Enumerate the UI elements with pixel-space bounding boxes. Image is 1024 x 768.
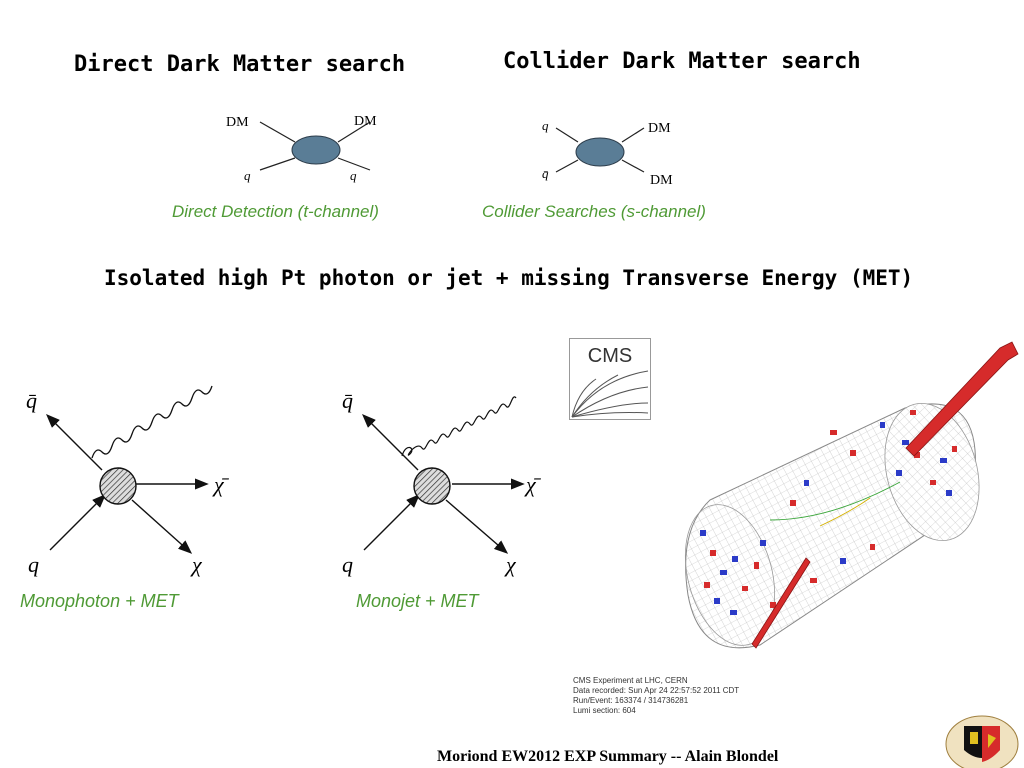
detector-hits: [700, 410, 957, 615]
dd-label-bottom-right: q: [350, 168, 357, 183]
jet-arrow-upper: [905, 341, 1019, 457]
monophoton-diagram: q̄ q χ̄ χ: [26, 385, 230, 577]
dd-label-bottom-left: q: [244, 168, 251, 183]
university-seal-logo: [945, 715, 1019, 768]
collider-search-heading: Collider Dark Matter search: [503, 49, 861, 74]
cms-event-display: [684, 341, 1019, 649]
footer-text: Moriond EW2012 EXP Summary -- Alain Blon…: [437, 748, 779, 765]
cms-logo: CMS: [569, 338, 651, 420]
jet-arrow-lower: [751, 557, 811, 649]
monophoton-chibar-label: χ̄: [212, 472, 230, 497]
cs-label-bottom-left: q̄: [542, 166, 549, 181]
cms-info-line-3: Run/Event: 163374 / 314736281: [573, 696, 689, 705]
cms-info-line-1: CMS Experiment at LHC, CERN: [573, 676, 688, 685]
monojet-chi-label: χ: [504, 552, 517, 577]
dd-label-top-right: DM: [354, 114, 377, 129]
direct-detection-caption: Direct Detection (t-channel): [172, 202, 379, 221]
cs-label-top-left: q: [542, 118, 549, 133]
direct-search-heading: Direct Dark Matter search: [74, 52, 406, 77]
cs-label-bottom-right: DM: [650, 173, 673, 188]
collider-search-caption: Collider Searches (s-channel): [482, 202, 706, 221]
monophoton-chi-label: χ: [190, 552, 203, 577]
monophoton-qbar-label: q̄: [26, 388, 37, 413]
monophoton-caption: Monophoton + MET: [20, 591, 179, 611]
monojet-qbar-label: q̄: [342, 388, 353, 413]
monojet-chibar-label: χ̄: [524, 472, 542, 497]
monojet-caption: Monojet + MET: [356, 591, 479, 611]
cs-label-top-right: DM: [648, 121, 671, 136]
monojet-q-label: q: [342, 552, 353, 577]
direct-detection-diagram: DM DM q q: [226, 114, 377, 183]
cms-event-info: CMS Experiment at LHC, CERN Data recorde…: [573, 676, 739, 716]
isolated-heading: Isolated high Pt photon or jet + missing…: [104, 266, 914, 290]
cms-info-line-4: Lumi section: 604: [573, 706, 636, 715]
cms-info-line-2: Data recorded: Sun Apr 24 22:57:52 2011 …: [573, 686, 740, 695]
monojet-diagram: q̄ q χ̄ χ: [342, 388, 542, 577]
dd-label-top-left: DM: [226, 115, 249, 130]
collider-search-diagram: q q̄ DM DM: [542, 118, 673, 188]
monophoton-q-label: q: [28, 552, 39, 577]
cms-logo-tracks-icon: [571, 370, 649, 418]
cms-logo-text: CMS: [587, 345, 633, 367]
